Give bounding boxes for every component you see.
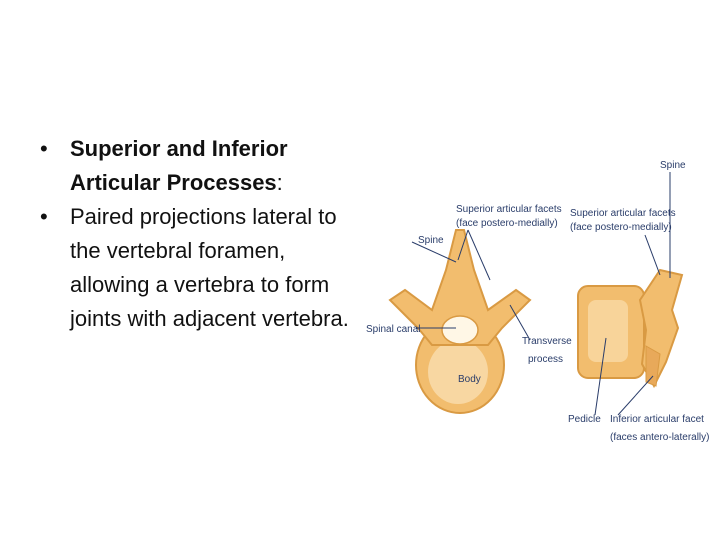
vertebra-superior-view <box>388 229 532 414</box>
label-inferior-facet: Inferior articular facet <box>610 414 704 425</box>
vertebra-body-lateral-highlight <box>588 300 628 362</box>
label-superior-facets-right: Superior articular facets <box>570 208 676 219</box>
bullet-list: • Superior and Inferior Articular Proces… <box>40 132 360 337</box>
label-superior-facets-left-sub: (face postero-medially) <box>456 218 558 229</box>
inferior-facet-shape <box>645 345 661 387</box>
bullet-glyph: • <box>40 136 48 161</box>
label-inferior-facet-sub: (faces antero-laterally) <box>610 432 709 443</box>
vertebra-lateral-view <box>577 268 684 389</box>
bullet-item: • Superior and Inferior Articular Proces… <box>40 132 360 200</box>
label-superior-facets-right-sub: (face postero-medially) <box>570 222 672 233</box>
vertebra-figure: Spine Superior articular facets (face po… <box>366 160 709 443</box>
label-transverse-process: process <box>528 354 563 365</box>
bullet-heading: Superior and Inferior Articular Processe… <box>70 136 288 196</box>
spinal-canal <box>441 315 479 345</box>
label-body: Body <box>458 374 481 385</box>
label-spinal-canal: Spinal canal <box>366 324 420 335</box>
bullet-text: Superior and Inferior Articular Processe… <box>70 132 360 200</box>
label-transverse: Transverse <box>522 336 572 347</box>
figure-labels: Spine Superior articular facets (face po… <box>366 160 709 443</box>
label-superior-facets-left: Superior articular facets <box>456 204 562 215</box>
leader-lines <box>411 172 671 416</box>
bullet-item: • Paired projections lateral to the vert… <box>40 200 360 336</box>
label-pedicle: Pedicle <box>568 414 601 425</box>
bullet-text: Paired projections lateral to the verteb… <box>70 204 349 332</box>
label-spine-right: Spine <box>660 160 686 171</box>
vertebral-arch <box>388 229 532 346</box>
bullet-heading-suffix: : <box>276 170 283 196</box>
label-spine-left: Spine <box>418 235 444 246</box>
bullet-glyph: • <box>40 204 48 230</box>
vertebra-body-highlight <box>428 340 488 404</box>
